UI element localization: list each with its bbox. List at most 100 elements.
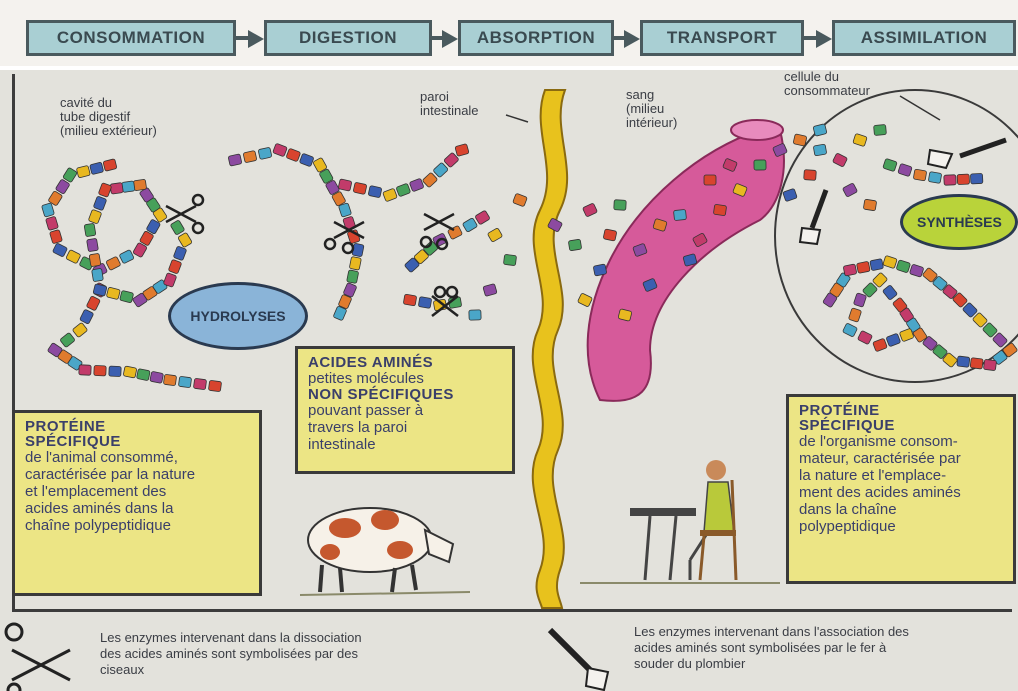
amino-acid-bead <box>842 323 857 337</box>
amino-acid-bead <box>475 210 490 225</box>
amino-acid-bead <box>178 376 191 387</box>
amino-acid-bead <box>813 144 827 156</box>
amino-acid-bead <box>368 185 382 197</box>
amino-acid-bead <box>76 165 90 178</box>
amino-acid-bead <box>418 297 431 309</box>
amino-acid-bead <box>49 229 62 243</box>
amino-acid-bead <box>383 188 398 202</box>
amino-acid-bead <box>842 183 857 197</box>
intestinal-wall <box>533 90 567 608</box>
amino-acid-bead <box>614 200 627 211</box>
amino-acid-bead <box>896 260 911 273</box>
amino-acid-bead <box>338 179 352 191</box>
amino-acid-bead <box>433 162 449 178</box>
amino-acid-bead <box>513 193 528 207</box>
seamstress-illustration <box>580 460 780 583</box>
amino-acid-bead <box>243 150 257 162</box>
amino-acid-bead <box>944 175 956 186</box>
legend-soldering: Les enzymes intervenant dans l'associati… <box>634 624 909 672</box>
amino-acid-bead <box>863 199 876 211</box>
amino-acid-bead <box>832 153 847 167</box>
amino-acid-bead <box>92 268 104 281</box>
amino-acid-bead <box>122 181 135 193</box>
amino-acid-bead <box>928 172 941 184</box>
amino-acid-bead <box>120 290 134 303</box>
amino-acid-bead <box>133 179 146 191</box>
amino-acid-bead <box>804 170 817 181</box>
amino-acid-bead <box>898 163 913 176</box>
amino-acid-bead <box>88 209 102 224</box>
amino-acid-bead <box>208 380 221 391</box>
amino-acid-bead <box>170 220 185 235</box>
amino-acid-bead <box>982 322 998 338</box>
amino-acid-bead <box>109 366 121 377</box>
amino-acid-bead <box>338 203 351 218</box>
wall-label: paroiintestinale <box>420 90 479 118</box>
amino-acid-bead <box>783 188 798 201</box>
amino-acid-bead <box>79 365 91 376</box>
amino-acid-bead <box>577 293 592 307</box>
amino-acid-bead <box>713 204 726 216</box>
soldering-iron-icon <box>550 630 608 690</box>
amino-acid-bead <box>106 287 120 300</box>
amino-acid-bead <box>123 366 137 378</box>
amino-acid-bead <box>970 358 983 369</box>
amino-acid-bead <box>52 243 67 257</box>
amino-acid-bead <box>86 296 100 311</box>
soldering-iron-icon <box>800 190 826 244</box>
amino-acid-bead <box>848 308 861 323</box>
amino-acid-bead <box>409 178 424 192</box>
amino-acid-bead <box>873 338 888 352</box>
amino-acid-bead <box>462 218 477 233</box>
amino-acid-bead <box>909 264 924 277</box>
amino-acid-bead <box>603 229 617 241</box>
amino-acid-bead <box>80 309 94 324</box>
amino-acid-bead <box>972 312 988 328</box>
amino-acid-bead <box>992 332 1008 348</box>
amino-acid-bead <box>94 365 106 376</box>
amino-acid-bead <box>349 256 361 270</box>
amino-acid-bead <box>90 162 104 175</box>
amino-acid-bead <box>674 209 687 220</box>
hydrolyses-badge: HYDROLYSES <box>168 282 308 350</box>
amino-acid-bead <box>60 332 76 347</box>
cow-illustration <box>300 508 470 595</box>
amino-acid-bead <box>193 378 206 389</box>
amino-acid-bead <box>503 254 516 265</box>
amino-acid-bead <box>150 371 164 383</box>
amino-acid-bead <box>66 250 81 264</box>
amino-acid-bead <box>173 246 187 261</box>
amino-acid-bead <box>793 134 807 146</box>
soldering-iron-icon <box>928 140 1006 168</box>
amino-acid-bead <box>469 310 481 320</box>
cavity-label: cavité dutube digestif(milieu extérieur) <box>60 96 157 138</box>
amino-acid-bead <box>874 124 887 135</box>
amino-acid-bead <box>957 356 970 367</box>
amino-acid-bead <box>396 183 411 197</box>
amino-acid-chains <box>41 143 1017 392</box>
box-protein-consumed: PROTÉINE SPÉCIFIQUE de l'animal consommé… <box>12 410 262 596</box>
amino-acid-bead <box>353 182 367 194</box>
amino-acid-bead <box>89 253 101 266</box>
amino-acid-bead <box>347 270 359 284</box>
amino-acid-bead <box>883 255 898 268</box>
amino-acid-bead <box>483 284 497 297</box>
amino-acid-bead <box>72 322 88 337</box>
amino-acid-bead <box>178 232 193 247</box>
amino-acid-bead <box>913 169 926 181</box>
amino-acid-bead <box>886 333 901 347</box>
amino-acid-bead <box>870 259 884 271</box>
amino-acid-bead <box>970 173 982 184</box>
amino-acid-bead <box>403 294 416 306</box>
amino-acid-bead <box>119 250 134 264</box>
amino-acid-bead <box>258 147 272 159</box>
amino-acid-bead <box>87 238 99 251</box>
amino-acid-bead <box>106 256 121 270</box>
amino-acid-bead <box>84 223 96 236</box>
scissors-icon <box>6 624 70 691</box>
amino-acid-bead <box>93 196 107 211</box>
amino-acid-bead <box>63 167 78 182</box>
amino-acid-bead <box>704 175 716 185</box>
